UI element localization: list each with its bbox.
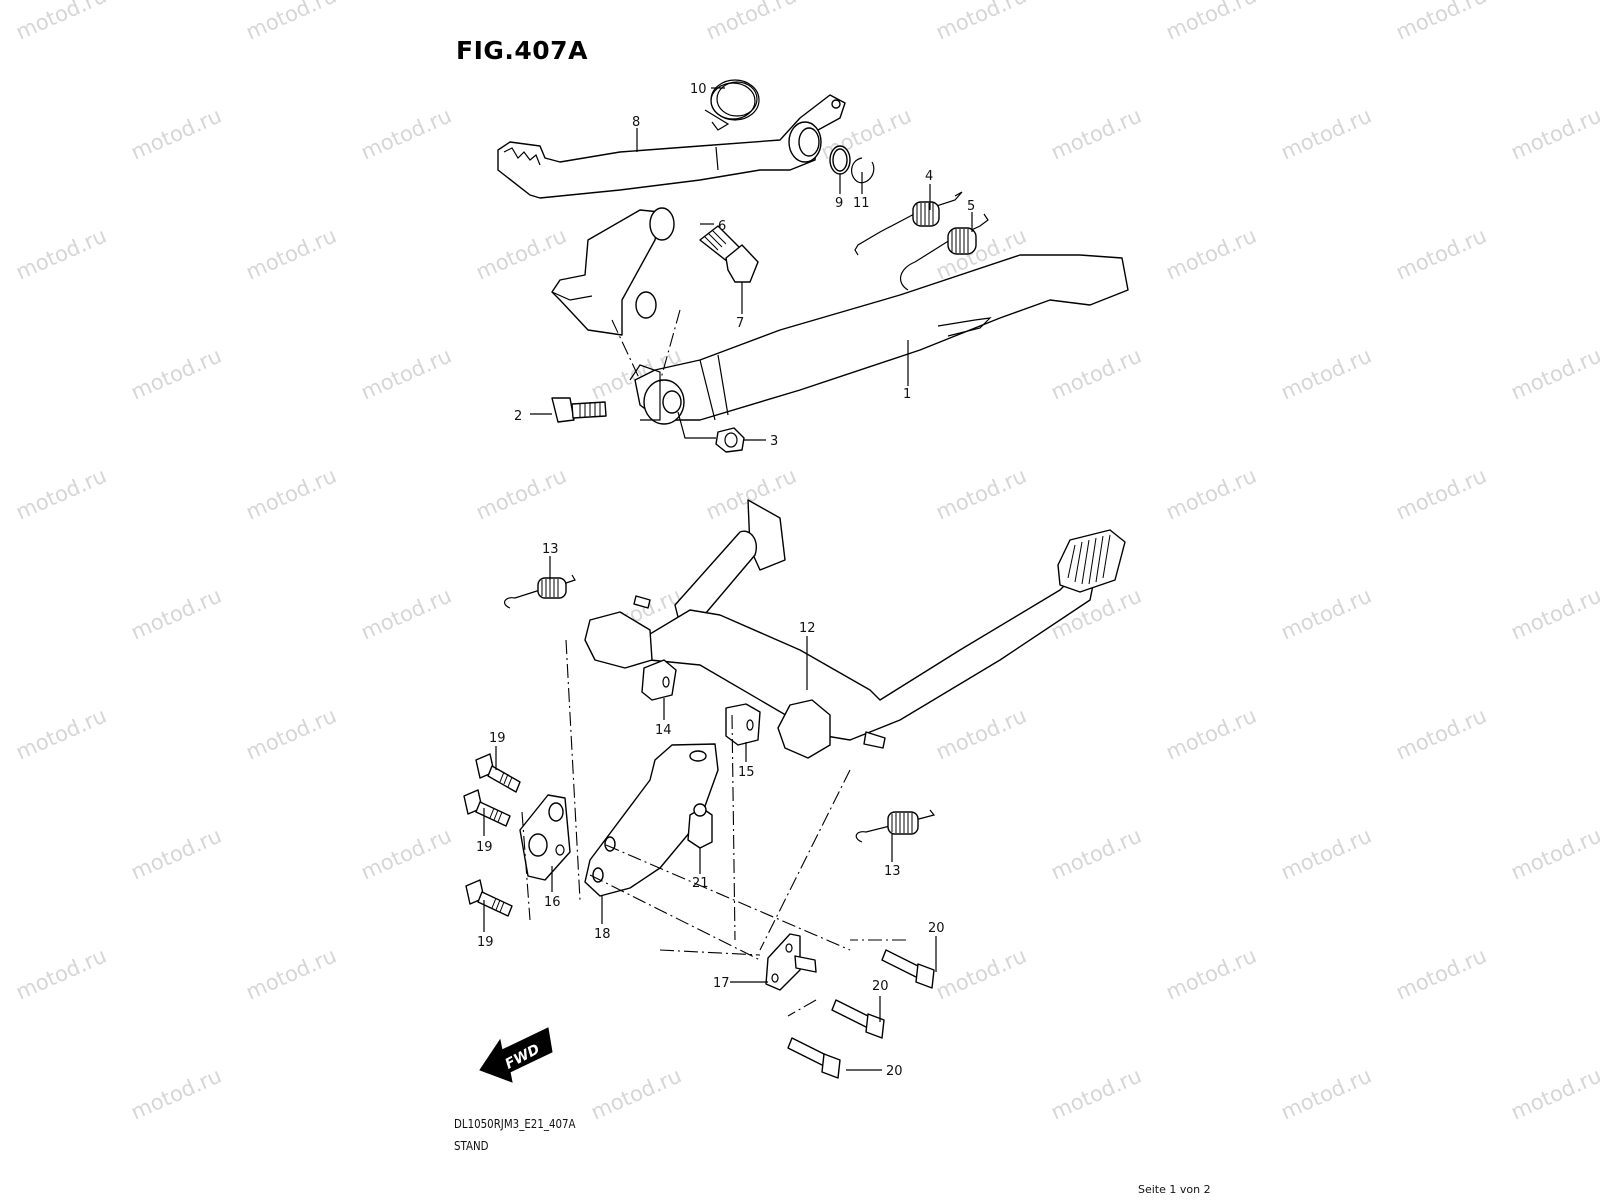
callout-21[interactable]: 21 [692, 876, 709, 891]
part-7-bolt[interactable] [699, 225, 759, 283]
assembly-line-lower [521, 639, 906, 1017]
part-14-bushing[interactable] [641, 659, 677, 701]
part-18-bracket[interactable] [584, 743, 719, 897]
assembly-line-upper [611, 309, 681, 383]
callout-20-c[interactable]: 20 [886, 1064, 903, 1079]
part-19-bolt-b[interactable] [463, 789, 511, 827]
callout-13-upper[interactable]: 13 [542, 542, 559, 557]
part-10-return-spring[interactable] [704, 79, 760, 131]
part-16-mount-plate[interactable] [519, 794, 571, 881]
part-15-bushing[interactable] [725, 703, 761, 746]
callout-labels: 1 2 3 4 5 6 7 8 9 10 11 12 13 13 14 15 1… [476, 82, 975, 1079]
callout-14[interactable]: 14 [655, 723, 672, 738]
callout-20-a[interactable]: 20 [928, 921, 945, 936]
callout-17[interactable]: 17 [713, 976, 730, 991]
part-19-bolt-a[interactable] [475, 753, 521, 793]
callout-11[interactable]: 11 [853, 196, 870, 211]
callout-12[interactable]: 12 [799, 621, 816, 636]
part-19-bolt-c[interactable] [465, 879, 513, 917]
part-20-bolt-a[interactable] [881, 949, 935, 989]
callout-15[interactable]: 15 [738, 765, 755, 780]
part-9-washer[interactable] [829, 145, 851, 175]
part-3-nut[interactable] [715, 427, 745, 453]
part-13-spring-upper[interactable] [503, 574, 576, 609]
model-code: DL1050RJM3_E21_407A [454, 1116, 576, 1131]
part-20-bolt-c[interactable] [787, 1037, 841, 1079]
part-8-brake-pedal[interactable] [497, 94, 846, 199]
section-name: STAND [454, 1138, 489, 1153]
part-11-circlip[interactable] [851, 157, 875, 184]
callout-3[interactable]: 3 [770, 434, 778, 449]
callout-13-lower[interactable]: 13 [884, 864, 901, 879]
leader-line-3 [677, 411, 716, 439]
part-20-bolt-b[interactable] [831, 999, 885, 1039]
part-4-spring[interactable] [854, 191, 963, 256]
callout-9[interactable]: 9 [835, 196, 843, 211]
part-13-spring-lower[interactable] [855, 809, 936, 843]
part-21-rubber-stopper[interactable] [687, 803, 713, 849]
figure-title: FIG.407A [452, 36, 592, 65]
part-12-center-stand[interactable] [584, 499, 1126, 759]
callout-19-c[interactable]: 19 [477, 935, 494, 950]
part-2-pivot-bolt[interactable] [551, 397, 607, 423]
callout-10[interactable]: 10 [690, 82, 707, 97]
callout-18[interactable]: 18 [594, 927, 611, 942]
callout-16[interactable]: 16 [544, 895, 561, 910]
callout-8[interactable]: 8 [632, 115, 640, 130]
callout-6[interactable]: 6 [718, 219, 726, 234]
fwd-direction-arrow: FWD [479, 1027, 553, 1083]
callout-7[interactable]: 7 [736, 316, 744, 331]
callout-2[interactable]: 2 [514, 409, 522, 424]
callout-4[interactable]: 4 [925, 169, 933, 184]
part-6-bracket[interactable] [551, 207, 675, 336]
leader-lines [483, 87, 973, 1071]
callout-20-b[interactable]: 20 [872, 979, 889, 994]
callout-1[interactable]: 1 [903, 387, 911, 402]
part-5-spring[interactable] [899, 213, 989, 291]
part-17-mount-plate[interactable] [765, 933, 817, 991]
callout-19-a[interactable]: 19 [489, 731, 506, 746]
callout-5[interactable]: 5 [967, 199, 975, 214]
callout-19-b[interactable]: 19 [476, 840, 493, 855]
part-1-side-stand[interactable] [629, 254, 1129, 425]
page-indicator: Seite 1 von 2 [1138, 1183, 1211, 1196]
